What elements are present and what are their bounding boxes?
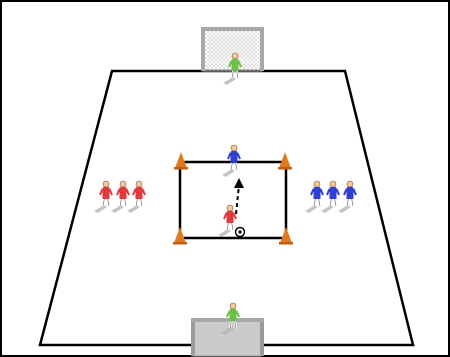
bottom-goal-icon [191,318,264,357]
cone-icon [174,152,188,170]
right-group-player-icon [338,180,357,213]
left-group-player-icon [111,180,130,213]
right-group-player-icon [321,180,340,213]
left-group-player-icon [94,180,113,213]
top-goalkeeper-icon [223,52,242,85]
left-group-player-icon [127,180,146,213]
cone-icon [173,227,187,245]
cone-icon [279,227,293,245]
pass-arrow-icon [234,178,244,215]
right-group-player-icon [305,180,324,213]
players-layer [94,52,357,335]
soccer-ball-icon [234,226,246,238]
field-outline [38,69,415,347]
center-defender-icon [222,144,241,177]
cone-icon [278,152,292,170]
bottom-goalkeeper-icon [221,302,240,335]
center-attacker-icon [218,204,237,237]
